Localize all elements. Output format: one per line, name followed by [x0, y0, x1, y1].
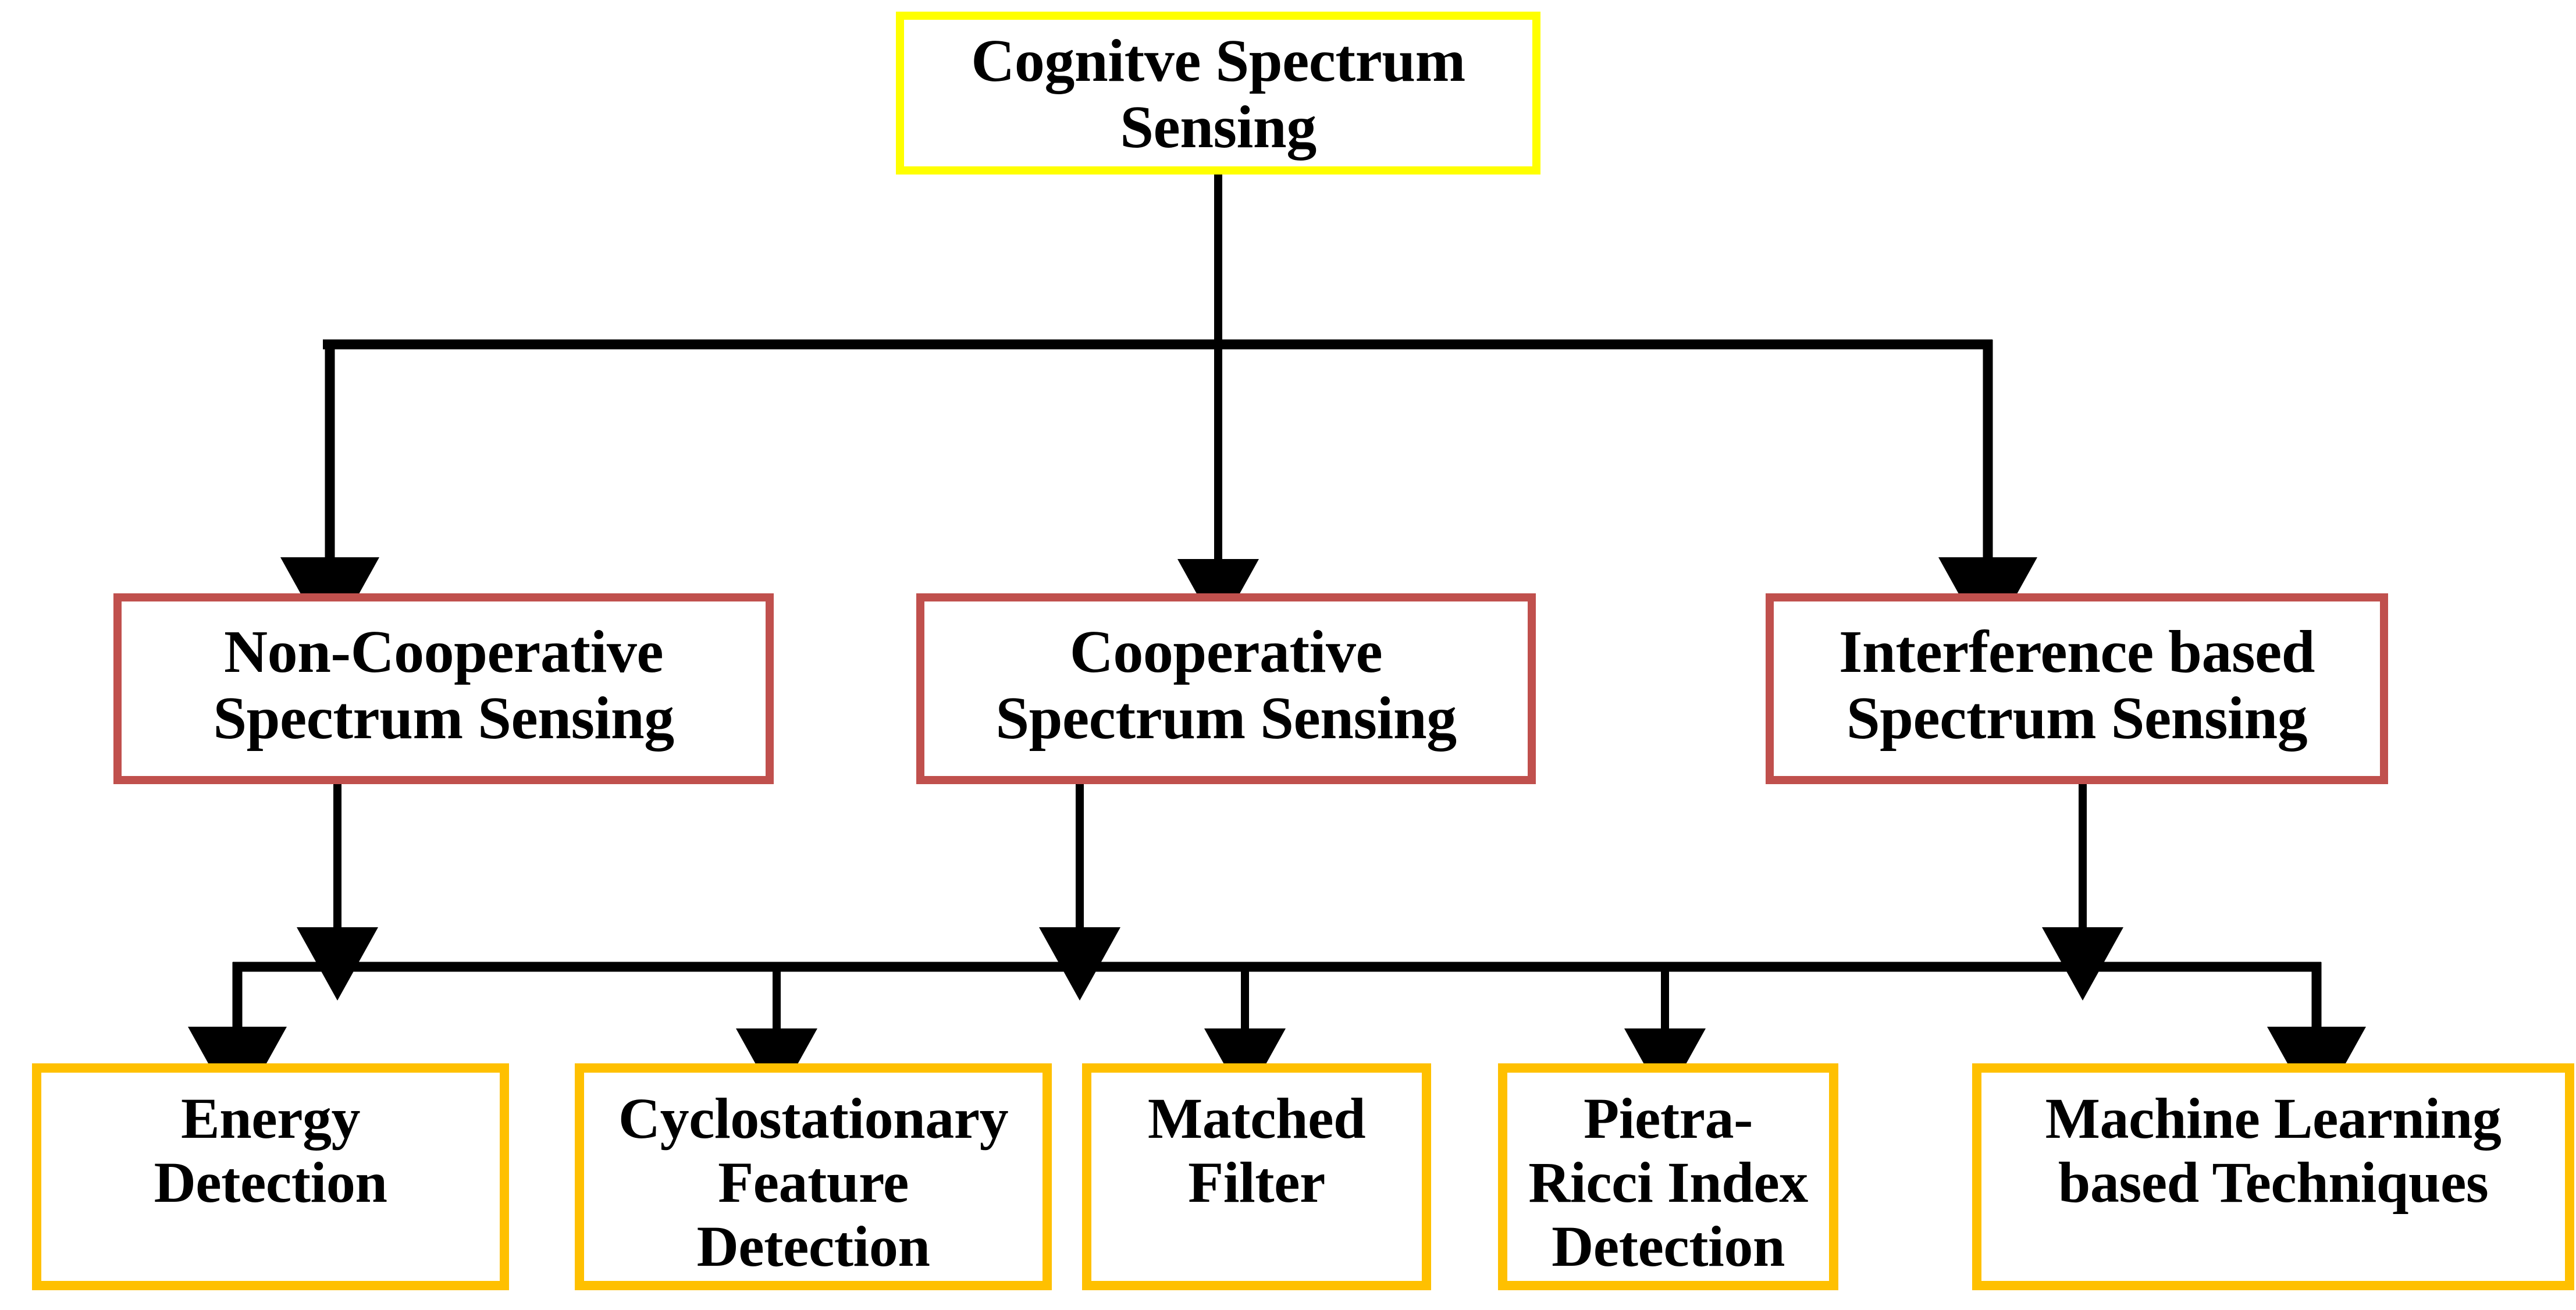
node-label-matched-filter: Matched Filter	[1147, 1086, 1366, 1215]
node-energy-detection[interactable]: Energy Detection	[32, 1063, 509, 1290]
node-label-machine-learning-based-techniques: Machine Learning based Techniques	[2045, 1086, 2502, 1215]
node-label-cyclostationary-feature-detection: Cyclostationary Feature Detection	[618, 1086, 1009, 1279]
node-cooperative-spectrum-sensing[interactable]: Cooperative Spectrum Sensing	[916, 593, 1536, 784]
node-label-root: Cognitve Spectrum Sensing	[971, 27, 1465, 161]
node-interference-based-spectrum-sensing[interactable]: Interference based Spectrum Sensing	[1766, 593, 2388, 784]
node-label-cooperative: Cooperative Spectrum Sensing	[995, 618, 1457, 752]
node-cognitive-spectrum-sensing[interactable]: Cognitve Spectrum Sensing	[896, 12, 1540, 175]
node-label-interference-based: Interference based Spectrum Sensing	[1839, 618, 2315, 752]
node-label-pietra-ricci-index-detection: Pietra- Ricci Index Detection	[1528, 1086, 1808, 1279]
node-pietra-ricci-index-detection[interactable]: Pietra- Ricci Index Detection	[1498, 1063, 1838, 1290]
node-label-non-cooperative: Non-Cooperative Spectrum Sensing	[213, 618, 674, 752]
node-label-energy-detection: Energy Detection	[154, 1086, 387, 1215]
node-machine-learning-based-techniques[interactable]: Machine Learning based Techniques	[1972, 1063, 2574, 1290]
node-non-cooperative-spectrum-sensing[interactable]: Non-Cooperative Spectrum Sensing	[113, 593, 774, 784]
node-cyclostationary-feature-detection[interactable]: Cyclostationary Feature Detection	[575, 1063, 1052, 1290]
node-matched-filter[interactable]: Matched Filter	[1082, 1063, 1431, 1290]
